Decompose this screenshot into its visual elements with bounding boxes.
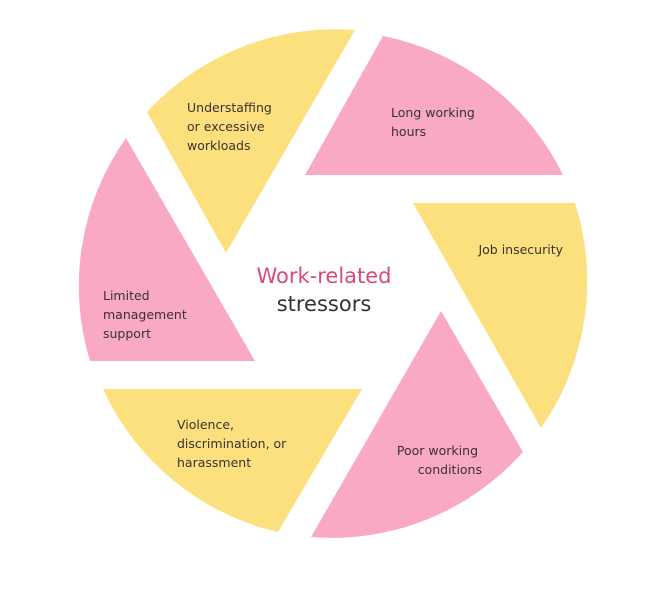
segment-label: Poor working: [397, 443, 478, 458]
segment-long-working-hours: Long working hours: [305, 36, 563, 175]
segment-label: management: [103, 307, 187, 322]
segment-job-insecurity: Job insecurity: [413, 203, 588, 428]
svg-text:Understaffing or excessi: Understaffing or excessive workloads: [187, 100, 276, 153]
segment-limited-management-support: Limited management support: [78, 138, 256, 361]
segment-label: Job insecurity: [477, 242, 563, 257]
segment-label: Limited: [103, 288, 150, 303]
segment-label: conditions: [418, 462, 482, 477]
svg-text:Long working hours: Long working hours: [391, 105, 479, 139]
center-title: Work-related stressors: [256, 264, 391, 316]
segment-label: Long working: [391, 105, 475, 120]
segment-violence-discrimination-harassment: Violence, discrimination, or harassment: [103, 389, 362, 532]
title-accent-line: Work-related: [256, 264, 391, 288]
segment-label: hours: [391, 124, 426, 139]
segment-label: harassment: [177, 455, 251, 470]
svg-text:Violence, discrimination: Violence, discrimination, or harassment: [177, 417, 290, 470]
segment-label: Violence,: [177, 417, 234, 432]
segment-poor-working-conditions: Poor working conditions: [311, 311, 523, 538]
svg-text:Limited management: Limited management support: [103, 288, 191, 341]
segment-label: Understaffing: [187, 100, 272, 115]
svg-text:Job insecurity: Job insecurity: [477, 242, 563, 257]
svg-text:Poor working conditions: Poor working conditions: [397, 443, 482, 477]
segment-label: workloads: [187, 138, 250, 153]
segment-label: support: [103, 326, 151, 341]
title-dark-line: stressors: [277, 292, 372, 316]
segment-label: or excessive: [187, 119, 265, 134]
segment-label: discrimination, or: [177, 436, 287, 451]
segment-understaffing-workloads: Understaffing or excessive workloads: [147, 29, 355, 253]
